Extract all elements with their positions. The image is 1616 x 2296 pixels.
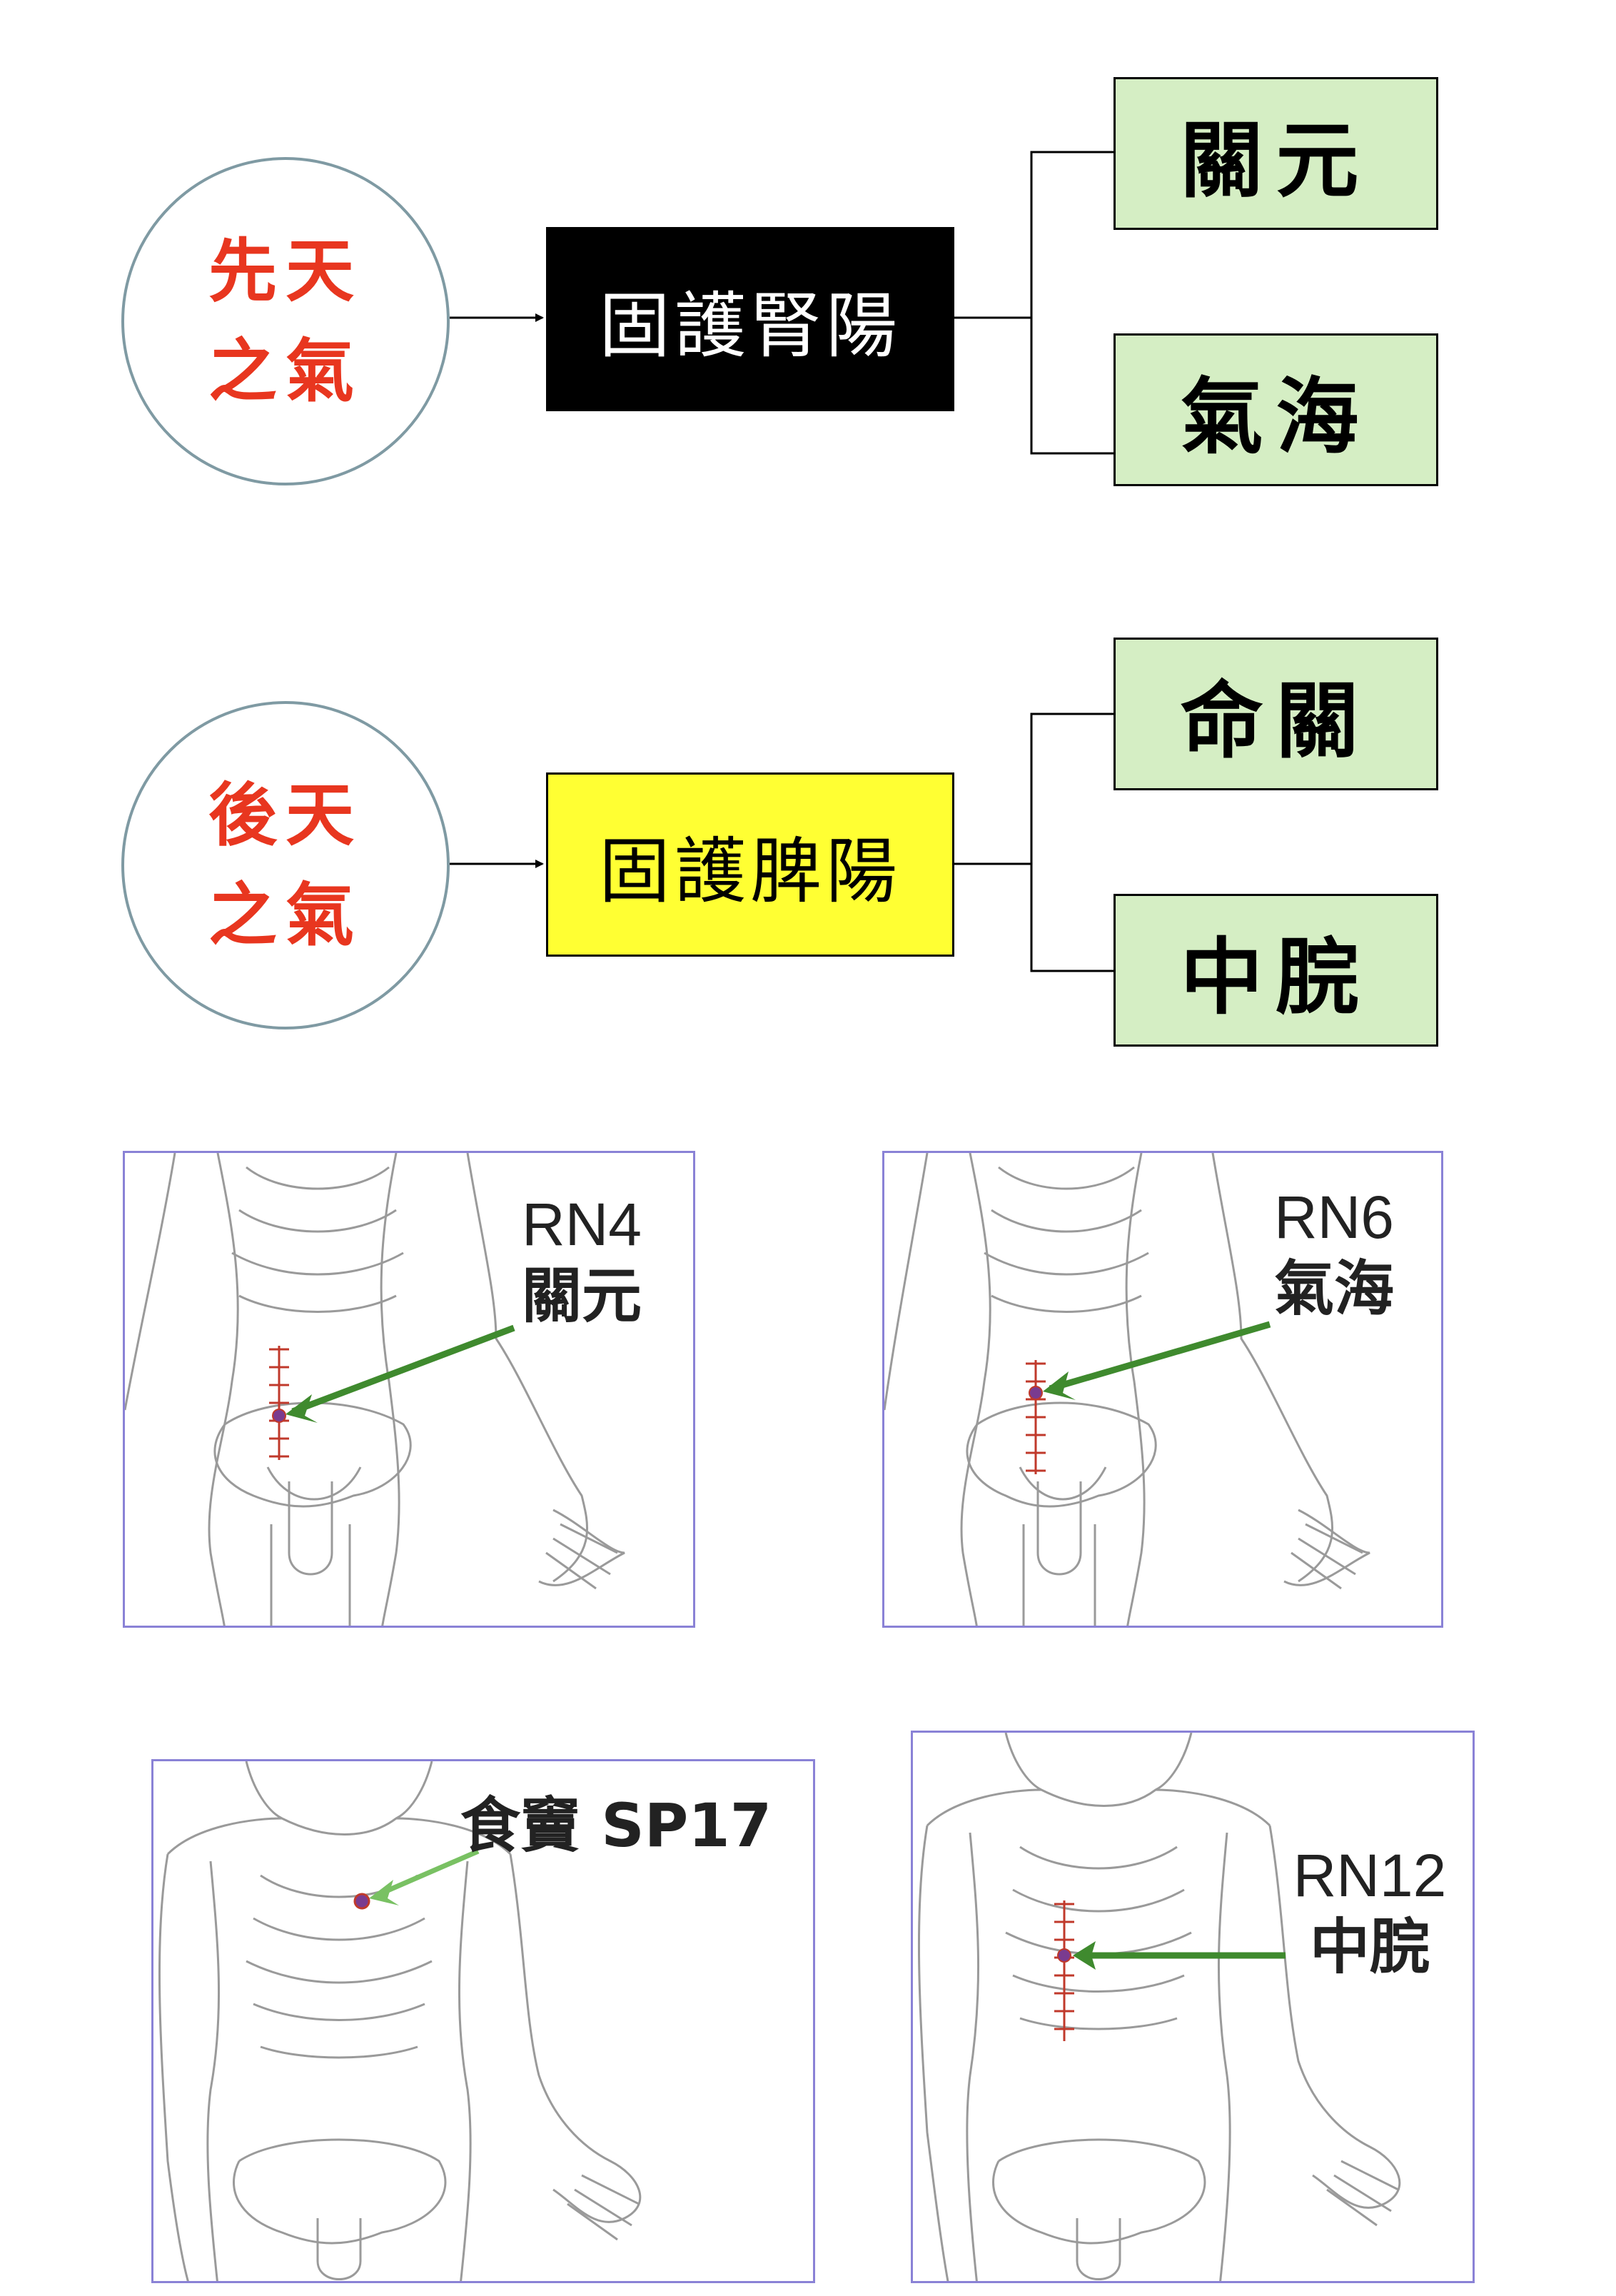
target-box-qihai: 氣海 — [1113, 333, 1438, 486]
target-label: 氣海 — [1180, 368, 1372, 465]
acupoint-code: RN6 — [1273, 1184, 1395, 1251]
method-label: 固護脾陽 — [599, 829, 902, 913]
pointer-arrow — [375, 1848, 480, 1898]
origin-circle-acquired-qi: 後天 之氣 — [121, 701, 450, 1029]
acupoint-marker — [272, 1409, 286, 1423]
body-figure-full-torso — [158, 1761, 642, 2281]
flow-connectors — [450, 151, 1113, 972]
acupoint-code: RN4 — [521, 1191, 642, 1258]
body-figure-lower-torso — [125, 1153, 625, 1626]
acupoint-marker — [353, 1893, 370, 1910]
method-label: 固護腎陽 — [599, 283, 902, 368]
acupoint-name: 關元 — [521, 1261, 642, 1331]
origin-line-2: 之氣 — [208, 875, 363, 955]
target-label: 關元 — [1180, 112, 1372, 209]
meridian-scale — [1026, 1321, 1271, 1474]
acupoint-panel-rn12: RN12 中脘 — [911, 1731, 1475, 2283]
origin-line-2: 之氣 — [208, 331, 363, 411]
bracket-targets-1 — [1030, 151, 1113, 455]
acupoint-name: 氣海 — [1273, 1254, 1394, 1324]
acupoint-panel-rn4: RN4 關元 — [123, 1151, 695, 1628]
bracket-targets-2 — [1030, 713, 1113, 972]
pointer-layer — [353, 1848, 480, 1910]
body-figure-lower-torso — [884, 1153, 1370, 1626]
target-label: 中脘 — [1180, 929, 1372, 1026]
acupoint-code: RN12 — [1293, 1842, 1447, 1909]
acupoint-panel-sp17: 食竇 SP17 — [151, 1759, 815, 2283]
target-box-mingguan: 命關 — [1113, 638, 1438, 790]
acupoint-label: 食竇 SP17 — [460, 1791, 772, 1861]
method-box-spleen-yang: 固護脾陽 — [546, 772, 954, 957]
origin-circle-innate-qi: 先天 之氣 — [121, 157, 450, 485]
target-label: 命關 — [1180, 673, 1372, 770]
pointer-arrow — [291, 1324, 515, 1415]
meridian-scale — [1054, 1900, 1286, 2041]
target-box-zhongwan: 中脘 — [1113, 894, 1438, 1047]
origin-line-1: 後天 — [208, 775, 363, 855]
pointer-arrow — [1049, 1321, 1271, 1392]
origin-line-1: 先天 — [208, 231, 363, 311]
meridian-scale — [269, 1324, 515, 1460]
acupoint-panel-rn6: RN6 氣海 — [882, 1151, 1443, 1628]
acupoint-marker — [1029, 1386, 1043, 1400]
target-box-guanyuan: 關元 — [1113, 77, 1438, 230]
acupoint-marker — [1057, 1948, 1071, 1963]
body-figure-full-torso — [917, 1733, 1401, 2281]
acupoint-name: 中脘 — [1309, 1912, 1430, 1982]
method-box-kidney-yang: 固護腎陽 — [546, 227, 954, 411]
